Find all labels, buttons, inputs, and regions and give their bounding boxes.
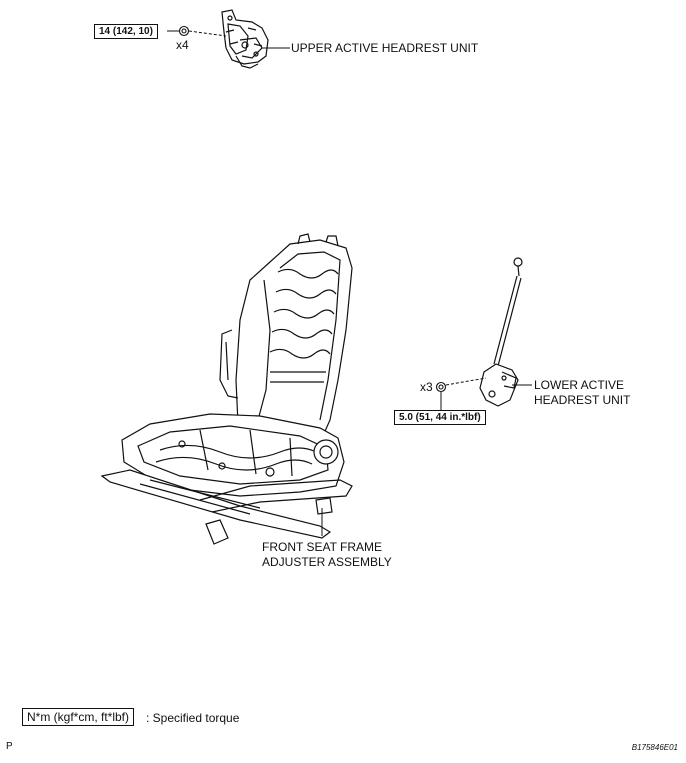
- figure-code: B175846E01: [631, 743, 678, 752]
- lower-nut-leader: [445, 377, 487, 386]
- legend-torque-box: N*m (kgf*cm, ft*lbf): [22, 708, 135, 726]
- legend-description: : Specified torque: [146, 711, 240, 725]
- upper-nut-icon: [178, 25, 190, 37]
- lower-headrest-label-line2: HEADREST UNIT: [534, 393, 631, 407]
- lower-headrest-unit-drawing: [479, 257, 523, 407]
- upper-headrest-unit-drawing: [221, 9, 269, 69]
- upper-torque-box: 14 (142, 10): [94, 24, 158, 39]
- seat-frame-label-line2: ADJUSTER ASSEMBLY: [262, 555, 392, 569]
- lower-quantity-label: x3: [420, 380, 433, 394]
- page-marker-left: P: [6, 741, 13, 752]
- upper-nut-leader: [188, 30, 227, 37]
- lower-headrest-label-line1: LOWER ACTIVE: [534, 378, 625, 392]
- lower-nut-icon: [435, 381, 447, 393]
- seat-frame-drawing: [100, 233, 353, 545]
- upper-quantity-label: x4: [176, 38, 189, 52]
- upper-headrest-label: UPPER ACTIVE HEADREST UNIT: [291, 41, 479, 55]
- seat-frame-label-line1: FRONT SEAT FRAME: [262, 540, 383, 554]
- lower-torque-box: 5.0 (51, 44 in.*lbf): [394, 410, 486, 425]
